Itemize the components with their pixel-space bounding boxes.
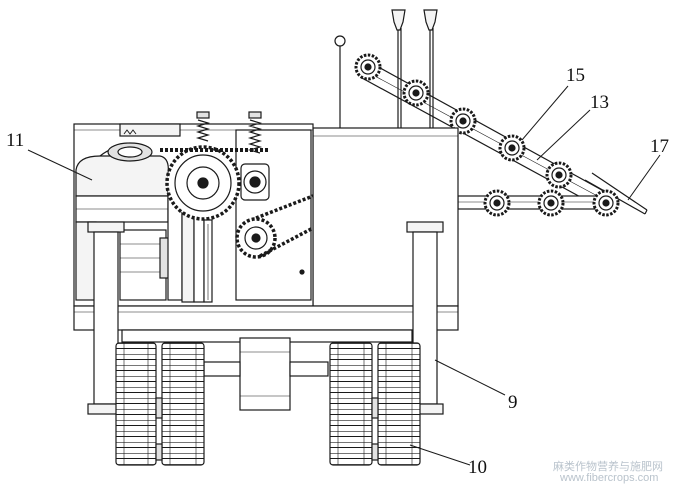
sprocket-2 (402, 79, 430, 107)
label-11: 11 (6, 130, 25, 151)
conveyor-sprockets (354, 53, 620, 217)
support-post-left (87, 221, 125, 415)
watermark-url: www.fibercrops.com (560, 472, 659, 484)
sprocket-3 (449, 107, 477, 135)
track-right-outer (377, 342, 421, 466)
drive-train (160, 111, 314, 300)
label-10: 10 (468, 457, 487, 478)
chassis-beam (73, 305, 459, 343)
sprocket-1 (354, 53, 382, 81)
watermark-cn: 麻类作物营养与施肥网 (553, 460, 663, 473)
label-17: 17 (650, 136, 669, 157)
track-right-inner (329, 342, 373, 466)
track-left-inner (161, 342, 205, 466)
label-9: 9 (508, 392, 518, 413)
label-13: 13 (590, 92, 609, 113)
leader-lines (27, 85, 661, 466)
sprocket-7 (537, 189, 565, 217)
sprocket-5 (545, 161, 573, 189)
track-left-outer (115, 342, 157, 466)
sprocket-8 (592, 189, 620, 217)
sprocket-6 (483, 189, 511, 217)
label-15: 15 (566, 65, 585, 86)
center-hub (203, 337, 329, 411)
sprocket-4 (498, 134, 526, 162)
